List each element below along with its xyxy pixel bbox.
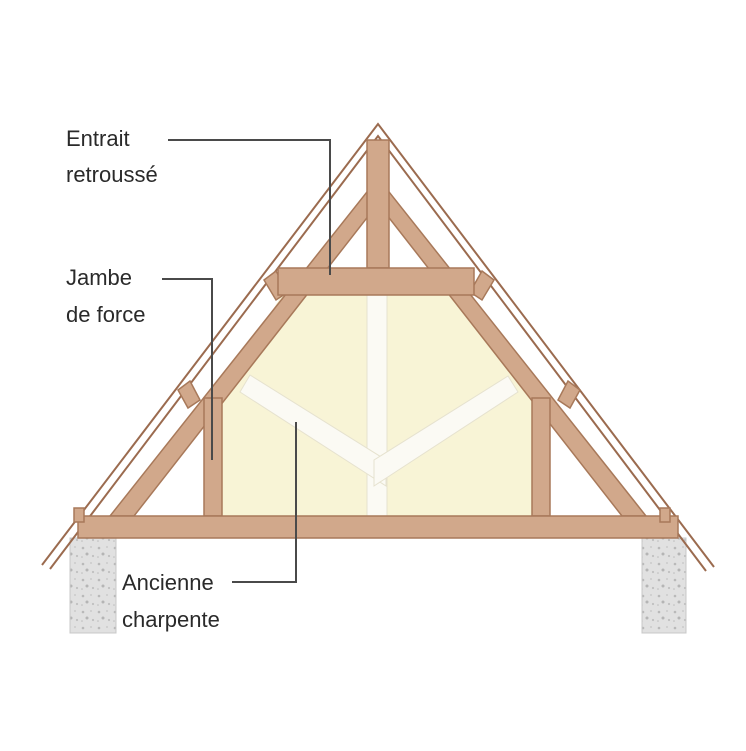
tie-beam-end-right xyxy=(659,507,671,523)
timber-frame xyxy=(73,139,679,539)
old-frame xyxy=(239,294,519,518)
right-wall xyxy=(641,537,687,634)
label-entrait-line1: Entrait xyxy=(66,126,130,151)
strut-left-lower xyxy=(177,379,201,410)
roof-rafters xyxy=(41,122,715,572)
label-ancienne-line2: charpente xyxy=(122,607,220,632)
label-jambe-line2: de force xyxy=(66,302,146,327)
collar-tie xyxy=(277,267,475,296)
label-ancienne-line1: Ancienne xyxy=(122,570,214,595)
strut-right-lower xyxy=(557,379,581,410)
leader-entrait xyxy=(168,139,331,275)
label-entrait-line2: retroussé xyxy=(66,162,158,187)
left-wall xyxy=(69,537,117,634)
tie-beam-end-left xyxy=(73,507,85,523)
label-jambe-line1: Jambe xyxy=(66,265,132,290)
leader-ancienne xyxy=(232,422,297,583)
jambe-de-force-right xyxy=(531,397,551,517)
leader-lines xyxy=(162,139,331,583)
leader-jambe xyxy=(162,278,213,460)
tie-beam xyxy=(77,515,679,539)
king-post xyxy=(366,139,390,269)
